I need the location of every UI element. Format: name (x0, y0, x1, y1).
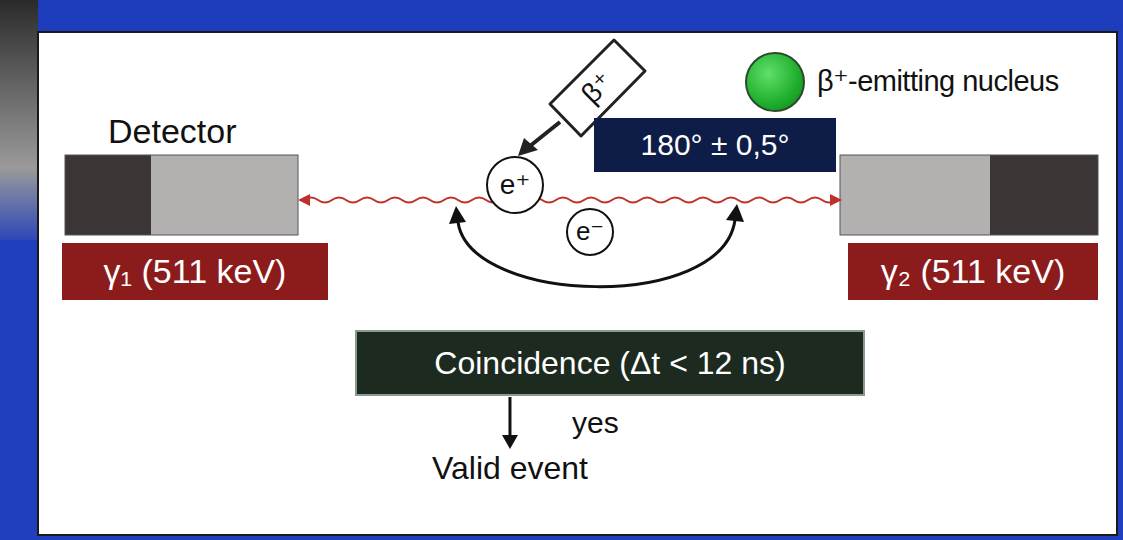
right-detector (840, 155, 1098, 235)
arc-arrowhead (449, 206, 466, 224)
detector-outline (840, 155, 1098, 235)
angle-box: 180° ± 0,5° (594, 118, 836, 172)
detector-outline (65, 155, 298, 235)
nucleus-group: β⁺-emitting nucleus (745, 52, 1059, 112)
positron-circle: e⁺ (486, 156, 544, 214)
photon-label-box: γ₁ (511 keV) (62, 243, 328, 300)
node-text: e⁺ (500, 169, 530, 201)
node-text: e⁻ (576, 217, 604, 247)
detector-label: Detector (108, 112, 237, 151)
flow-arrow (502, 397, 518, 449)
detector-light-part (151, 155, 298, 235)
node-text: 180° ± 0,5° (641, 128, 790, 163)
node-text: γ₂ (511 keV) (881, 252, 1066, 291)
flow-line (508, 397, 511, 437)
node-text: γ₁ (511 keV) (104, 252, 287, 291)
beta-arrowhead (518, 138, 538, 156)
node-text: Valid event (432, 450, 588, 487)
node-text: Coincidence (Δt < 12 ns) (434, 345, 785, 382)
gamma-arrowhead (298, 194, 310, 206)
arrowhead (502, 435, 518, 449)
gamma-arrowhead (830, 194, 842, 206)
top-bar (0, 0, 1123, 31)
photon-label-box: γ₂ (511 keV) (848, 243, 1098, 300)
nucleus-circle (745, 52, 805, 112)
result-text: Valid event (428, 450, 592, 487)
detector-dark-part (65, 155, 151, 235)
arc-arrowhead (726, 204, 744, 222)
electron-circle: e⁻ (566, 208, 614, 256)
beta-arrow-line (530, 122, 560, 146)
edge-label: yes (572, 406, 619, 441)
node-text: β⁺-emitting nucleus (817, 65, 1059, 98)
left-photo-strip (0, 0, 38, 240)
detector-light-part (840, 155, 990, 235)
detector-dark-part (990, 155, 1098, 235)
gamma-wave (304, 198, 836, 203)
left-detector (65, 155, 298, 235)
coincidence-box: Coincidence (Δt < 12 ns) (355, 330, 865, 396)
